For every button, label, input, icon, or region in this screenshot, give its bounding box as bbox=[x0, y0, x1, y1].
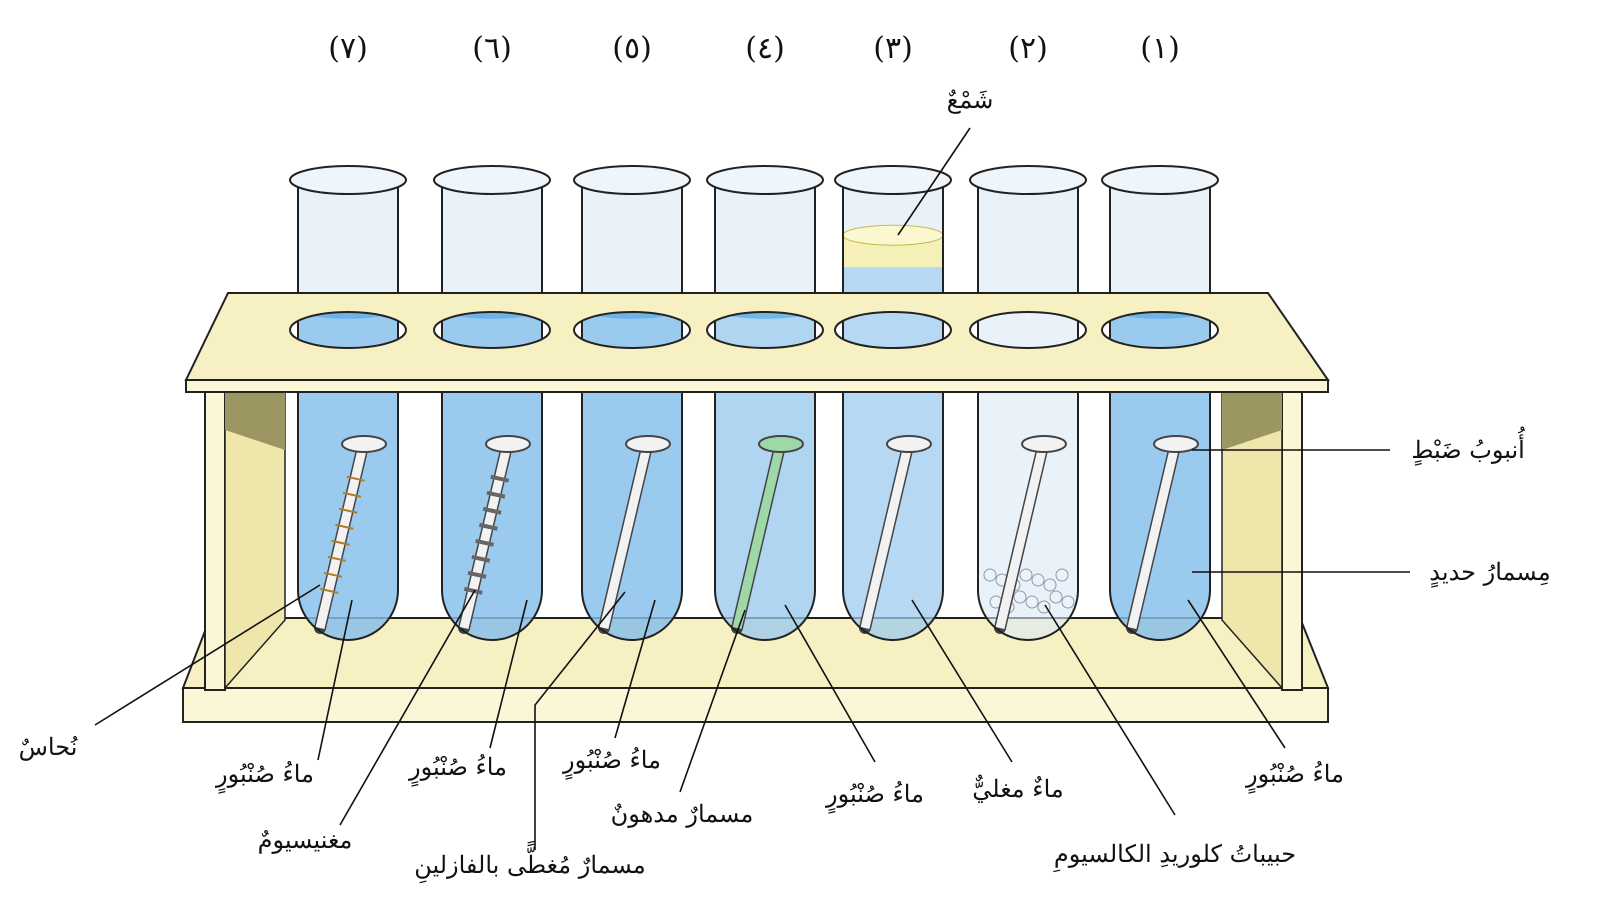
tube-number-4: (٤) bbox=[745, 31, 785, 66]
leader-lines bbox=[94, 127, 1410, 850]
iron-nail bbox=[994, 435, 1067, 634]
label-tap-water-5: ماءُ صُنْبُورٍ bbox=[562, 746, 661, 780]
label-tap-water-4: ماءُ صُنْبُورٍ bbox=[825, 780, 924, 814]
boiled-water bbox=[843, 225, 943, 640]
tube-number-5: (٥) bbox=[612, 31, 652, 66]
test-tube-6 bbox=[441, 179, 543, 641]
label-boiled-water: ماءٌ مغليٌّ bbox=[972, 774, 1063, 803]
test-tube-7 bbox=[297, 179, 399, 641]
test-tube-1 bbox=[1109, 179, 1211, 641]
tube-number-3: (٣) bbox=[873, 31, 913, 66]
tube-number-2: (٢) bbox=[1008, 31, 1048, 66]
label-magnesium: مغنيسيومٌ bbox=[258, 826, 353, 854]
tube-rim bbox=[1101, 165, 1219, 195]
iron-nail bbox=[1126, 435, 1199, 634]
test-tube-rack-base bbox=[181, 389, 1330, 723]
test-tube-2 bbox=[977, 179, 1079, 641]
label-painted-nail: مسمارٌ مدهونٌ bbox=[611, 800, 754, 828]
tube-rim bbox=[834, 165, 952, 195]
iron-nail bbox=[731, 435, 804, 634]
iron-nail bbox=[314, 435, 387, 634]
label-wax: شَمْعٌ bbox=[947, 86, 994, 114]
tube-rim bbox=[706, 165, 824, 195]
test-tube-4 bbox=[714, 179, 816, 641]
tube-number-6: (٦) bbox=[472, 31, 512, 66]
tube-number-1: (١) bbox=[1140, 31, 1180, 66]
label-calcium-chloride: حبيباتُ كلوريدِ الكالسيومِ bbox=[1053, 840, 1296, 873]
rack-top-front-edge bbox=[185, 379, 1329, 393]
label-vaseline-nail: مسمارٌ مُغطًّى بالفازلينِ bbox=[414, 841, 646, 884]
label-control-tube: أُنبوبُ ضَبْطٍ bbox=[1411, 426, 1525, 465]
tube-rim bbox=[969, 165, 1087, 195]
iron-nail bbox=[859, 435, 932, 634]
tube-rim bbox=[433, 165, 551, 195]
label-iron-nail: مِسمارُ حديدٍ bbox=[1429, 558, 1550, 588]
label-tap-water-7: ماءُ صُنْبُورٍ bbox=[215, 760, 314, 794]
test-tube-5 bbox=[581, 179, 683, 641]
iron-nail bbox=[598, 435, 671, 634]
tube-number-7: (٧) bbox=[328, 31, 368, 66]
tube-rim bbox=[289, 165, 407, 195]
label-copper: نُحاسٌ bbox=[19, 733, 79, 761]
test-tube-3 bbox=[842, 179, 944, 641]
label-tap-water-6: ماءُ صُنْبُورٍ bbox=[408, 753, 507, 787]
tube-rim bbox=[573, 165, 691, 195]
label-tap-water-1: ماءُ صُنْبُورٍ bbox=[1245, 760, 1344, 794]
